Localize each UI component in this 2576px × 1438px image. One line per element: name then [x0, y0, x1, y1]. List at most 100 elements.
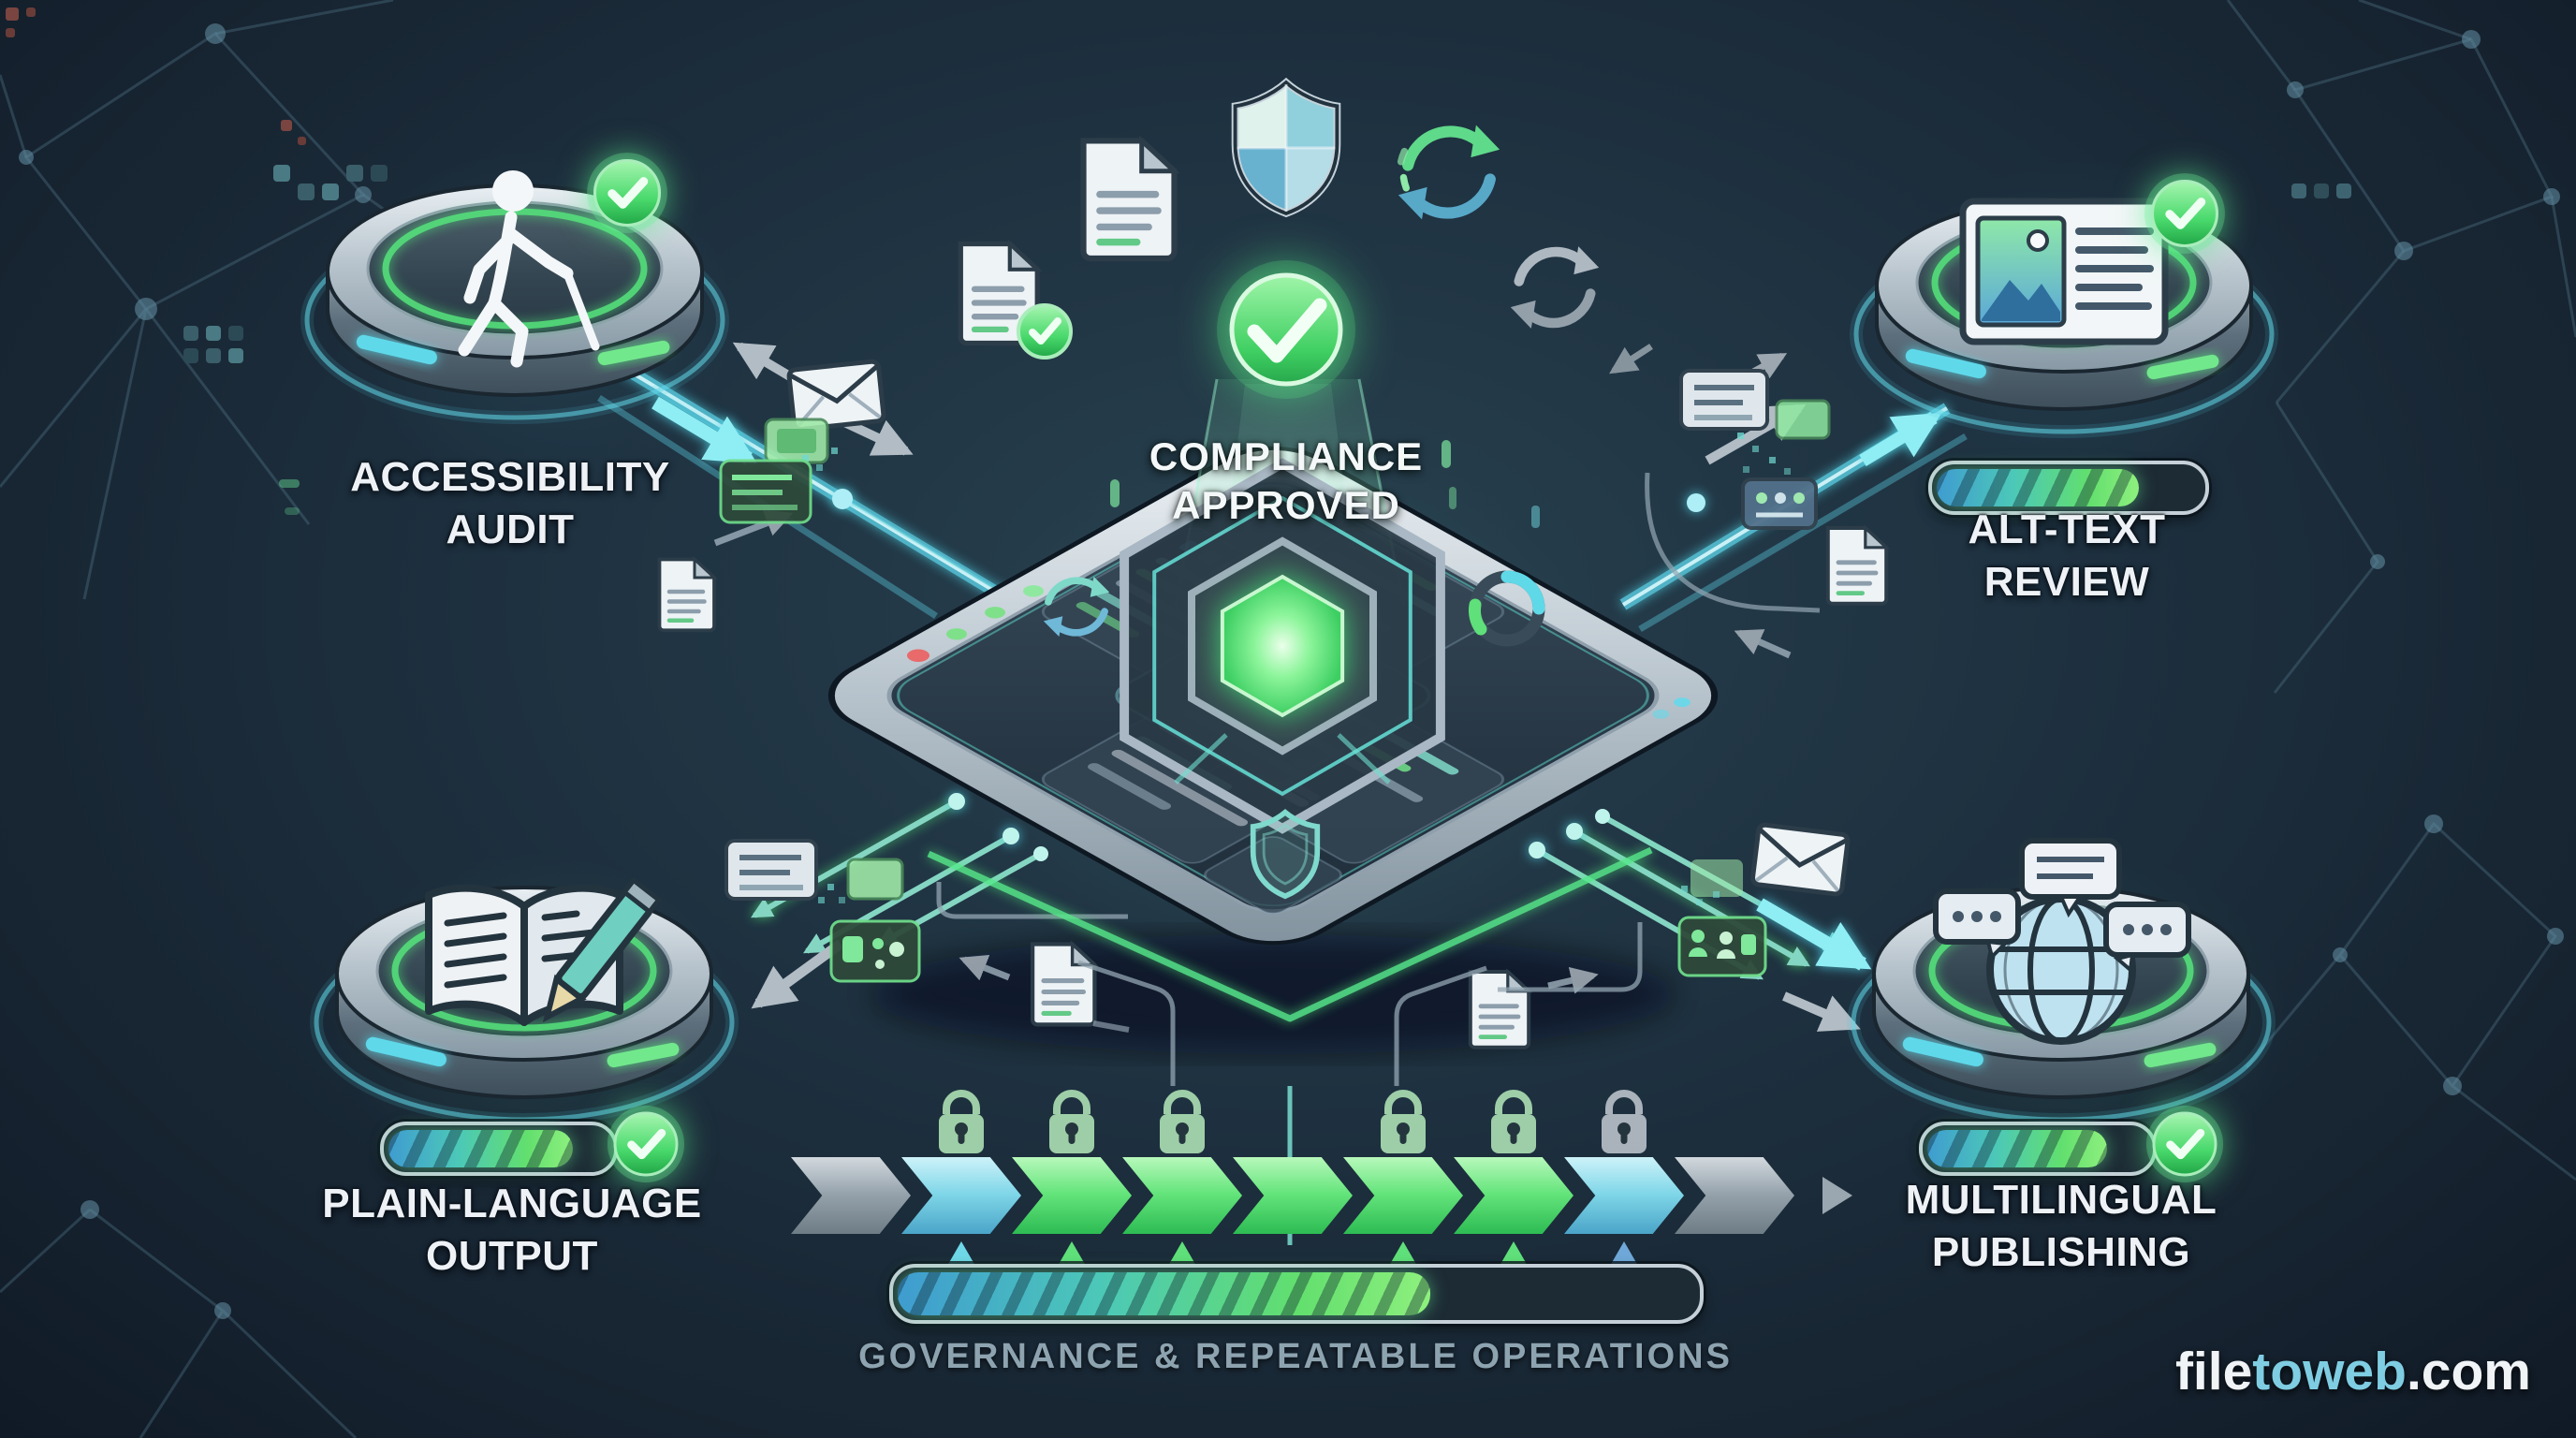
gray-arrow-icon [1609, 344, 1653, 374]
governance-caption: GOVERNANCE & REPEATABLE OPERATIONS [858, 1337, 1733, 1376]
progress-fill [898, 1272, 1430, 1315]
camera-dots [1652, 697, 1690, 719]
check-badge-icon [2142, 170, 2228, 257]
label-line: OUTPUT [426, 1233, 598, 1279]
gray-arrow-icon [840, 417, 914, 456]
image-card-icon [1959, 198, 2169, 345]
pipeline-marker [1168, 1241, 1196, 1266]
sync-arrows-gray-icon [1510, 246, 1600, 329]
node-alt-text-review [1849, 136, 2279, 463]
data-card-icon [1679, 369, 1769, 431]
compliance-line2: APPROVED [1172, 483, 1400, 527]
label-line: ALT-TEXT [1968, 506, 2166, 552]
sync-arrows-teal-icon [1043, 577, 1110, 637]
gray-arrow-icon [751, 939, 844, 1009]
cyan-arrow-icon [1756, 898, 1872, 971]
progress-fill [1927, 1130, 2107, 1167]
label-line: ACCESSIBILITY [350, 454, 670, 500]
book-pencil-icon [425, 876, 663, 1026]
lock-icon [1602, 1090, 1647, 1153]
corridor-top-right [1609, 344, 1968, 659]
check-badge-icon [605, 1103, 687, 1185]
gray-arrow-icon [1547, 966, 1599, 994]
node-multilingual-publishing [1846, 824, 2276, 1152]
pipeline-marker [1058, 1241, 1086, 1266]
watermark-logo: filetoweb.com [2175, 1341, 2531, 1402]
watermark-toweb: toweb [2252, 1342, 2407, 1401]
traffic-light-dots [906, 585, 1045, 662]
compliance-approved-label: COMPLIANCE APPROVED [1005, 433, 1567, 530]
node-dot [1687, 493, 1705, 512]
lock-icon [939, 1090, 984, 1153]
document-check-icon [955, 234, 1073, 360]
progress-fill [388, 1130, 573, 1167]
progress-ring-icon [1469, 570, 1545, 647]
label-line: PUBLISHING [1931, 1229, 2191, 1275]
pencil-icon [542, 876, 663, 1023]
lock-icon [1160, 1090, 1205, 1153]
alt-text-progress-bar [1928, 461, 2209, 515]
check-badge-icon [2144, 1103, 2226, 1185]
document-icon [660, 560, 715, 631]
label-alt-text-review: ALT-TEXT REVIEW [1777, 504, 2357, 609]
label-line: PLAIN-LANGUAGE [322, 1181, 702, 1226]
globe-chat-icon [1933, 838, 2191, 1045]
multilingual-progress-bar [1919, 1122, 2157, 1176]
corridor-bottom-left [724, 793, 1130, 1033]
watermark-file: file [2174, 1342, 2253, 1401]
label-line: REVIEW [1983, 559, 2150, 605]
pipeline-marker [1610, 1241, 1638, 1266]
gray-arrow-icon [1782, 991, 1861, 1032]
lock-icon [1381, 1090, 1426, 1153]
node-plain-language-output [309, 824, 739, 1152]
lock-icon [1491, 1090, 1536, 1153]
screen-shield-icon [1250, 808, 1321, 900]
gray-arrow-icon [959, 954, 1011, 981]
network-nodes [19, 23, 2564, 1319]
progress-fill [1937, 469, 2140, 506]
cyan-arrow-icon [651, 396, 758, 465]
pipeline-marker [1389, 1241, 1417, 1266]
plain-language-progress-bar [380, 1122, 618, 1176]
data-card-icon [829, 919, 921, 983]
check-badge-icon [584, 150, 670, 236]
corridor-bottom-right [1471, 809, 1872, 1048]
speech-bubble-icon [2019, 838, 2122, 918]
node-dot [832, 489, 853, 509]
chip-icon [1681, 859, 1743, 905]
pixel-dot-grid [6, 7, 2351, 515]
shield-icon [1231, 77, 1341, 218]
lock-icon [1049, 1090, 1094, 1153]
sync-arrows-green-icon [1397, 125, 1500, 220]
label-line: MULTILINGUAL [1905, 1177, 2217, 1223]
pipeline-marker [1500, 1241, 1528, 1266]
data-card-icon [1741, 477, 1818, 530]
data-card-icon [719, 459, 812, 524]
label-multilingual-publishing: MULTILINGUAL PUBLISHING [1771, 1174, 2351, 1279]
data-card-icon [1677, 916, 1767, 977]
chip-icon [1737, 399, 1831, 475]
watermark-com: .com [2406, 1342, 2531, 1401]
gray-arrow-icon [1734, 629, 1792, 659]
pipeline-marker [947, 1241, 975, 1266]
pipeline-locks-and-markers [939, 1090, 1647, 1266]
check-circle-icon [1217, 260, 1355, 399]
corridor-top-left [597, 342, 1024, 631]
governance-progress-bar [889, 1264, 1704, 1324]
document-icon [1076, 129, 1181, 263]
label-plain-language-output: PLAIN-LANGUAGE OUTPUT [222, 1178, 802, 1283]
chip-icon [764, 418, 838, 475]
person-with-cane-icon [458, 170, 600, 368]
cyan-arrow-icon [1859, 412, 1942, 466]
node-accessibility-audit [300, 122, 730, 449]
speech-bubble-icon [2103, 902, 2191, 974]
pipeline-chevron-row [791, 1157, 1852, 1234]
chip-icon [818, 858, 904, 903]
data-card-icon [724, 839, 818, 901]
compliance-line1: COMPLIANCE [1149, 434, 1424, 478]
speech-bubble-icon [1933, 888, 2021, 961]
